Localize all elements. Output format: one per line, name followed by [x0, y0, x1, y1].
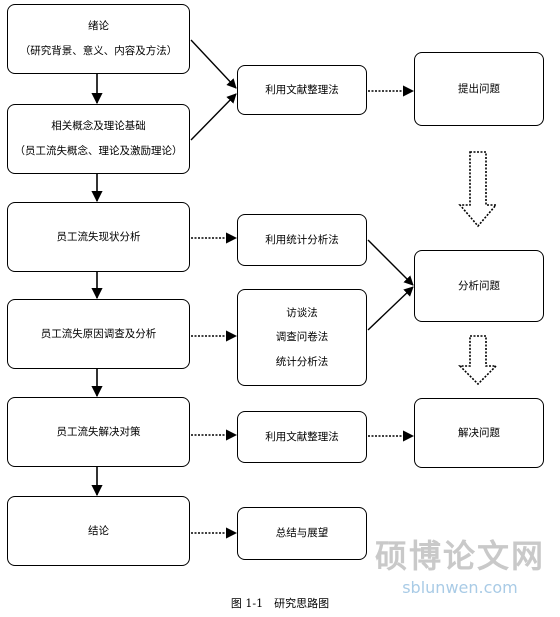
watermark-chinese: 硕博论文网	[374, 537, 545, 575]
statistics-method-label: 利用统计分析法	[265, 233, 339, 246]
summary-label: 总结与展望	[275, 527, 329, 540]
status-box: 员工流失现状分析	[7, 202, 190, 272]
conclusion-box: 结论	[7, 496, 190, 566]
solve-problem-box: 解决问题	[414, 398, 544, 468]
literature-method-box-2: 利用文献整理法	[237, 411, 367, 463]
causes-label: 员工流失原因调查及分析	[40, 327, 157, 340]
arrow-statistics-to-analyze	[367, 239, 414, 286]
survey-methods-box: 访谈法 调查问卷法 统计分析法	[237, 289, 367, 386]
literature-method-label-1: 利用文献整理法	[265, 83, 339, 96]
arrow-methods-to-analyze	[367, 286, 414, 331]
analyze-problem-box: 分析问题	[414, 250, 544, 322]
theory-box: 相关概念及理论基础 （员工流失概念、理论及激励理论）	[7, 104, 190, 174]
watermark-url: sblunwen.com	[402, 578, 518, 597]
method-statistics: 统计分析法	[275, 355, 329, 368]
solve-problem-label: 解决问题	[458, 426, 500, 439]
figure-caption: 图 1-1 研究思路图	[230, 597, 330, 610]
raise-problem-box: 提出问题	[414, 52, 544, 126]
method-interview: 访谈法	[286, 306, 318, 319]
status-label: 员工流失现状分析	[56, 230, 141, 243]
solutions-box: 员工流失解决对策	[7, 397, 190, 467]
block-arrow-analyze-to-solve	[458, 335, 498, 386]
conclusion-label: 结论	[88, 524, 109, 537]
method-questionnaire: 调查问卷法	[275, 331, 329, 344]
intro-box: 绪论 （研究背景、意义、内容及方法）	[7, 4, 190, 74]
watermark: 硕博论文网 sblunwen.com	[370, 540, 550, 597]
arrow-theory-to-literature	[190, 93, 237, 141]
theory-subtitle: （员工流失概念、理论及激励理论）	[14, 145, 183, 157]
theory-title: 相关概念及理论基础	[51, 120, 146, 133]
summary-box: 总结与展望	[237, 507, 367, 560]
intro-subtitle: （研究背景、意义、内容及方法）	[19, 45, 178, 57]
causes-box: 员工流失原因调查及分析	[7, 299, 190, 369]
literature-method-label-2: 利用文献整理法	[265, 430, 339, 443]
literature-method-box-1: 利用文献整理法	[237, 65, 367, 115]
analyze-problem-label: 分析问题	[458, 279, 500, 292]
intro-title: 绪论	[88, 20, 109, 33]
arrow-intro-to-literature	[190, 39, 237, 89]
statistics-method-box: 利用统计分析法	[237, 214, 367, 266]
block-arrow-raise-to-analyze	[458, 151, 498, 228]
solutions-label: 员工流失解决对策	[56, 425, 141, 438]
raise-problem-label: 提出问题	[458, 82, 500, 95]
